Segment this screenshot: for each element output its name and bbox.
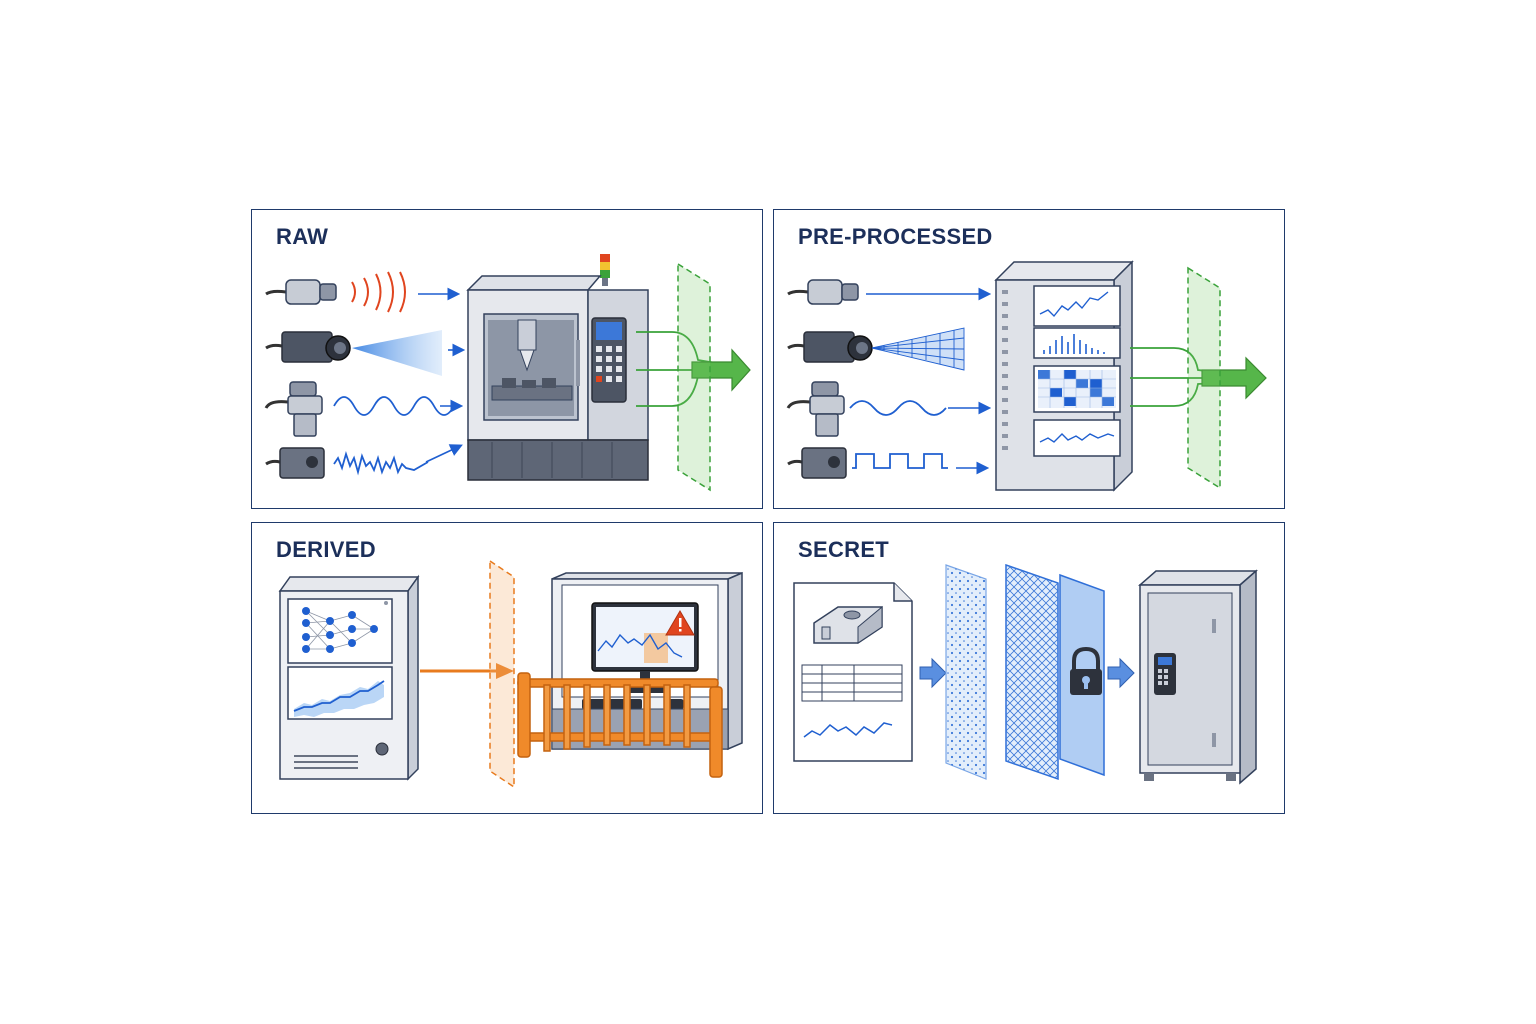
camera-grid-field	[871, 327, 965, 371]
safe-cabinet-icon	[1138, 569, 1258, 785]
vibration-sensor-icon	[786, 381, 845, 437]
server-rack-icon	[994, 260, 1134, 492]
square-wave-signal	[852, 453, 948, 469]
camera-icon	[265, 331, 351, 363]
vibration-sensor-icon	[264, 381, 323, 437]
sine-signal	[333, 396, 455, 416]
cnc-machine-icon	[466, 254, 649, 481]
part-drawing-document-icon	[793, 582, 913, 762]
raw-illustration	[264, 254, 751, 492]
panel-derived: DERIVED	[251, 522, 763, 814]
panel-title-secret: SECRET	[798, 537, 890, 562]
derived-illustration	[278, 559, 743, 789]
orange-flow-arrowhead	[496, 663, 514, 679]
noise-signal	[333, 450, 429, 476]
camera-icon	[787, 331, 873, 363]
acoustic-sensor-icon	[265, 279, 337, 305]
panel-title-preprocessed: PRE-PROCESSED	[798, 224, 993, 249]
camera-field-of-view	[352, 330, 442, 376]
control-station-icon	[551, 571, 743, 751]
current-sensor-icon	[787, 447, 847, 479]
acoustic-wave-icon	[351, 271, 406, 313]
current-sensor-icon	[265, 447, 325, 479]
heatmap-grid	[1038, 370, 1116, 408]
safety-railing-icon	[517, 672, 723, 778]
panel-preprocessed: PRE-PROCESSED	[773, 209, 1285, 509]
acoustic-sensor-icon	[787, 279, 859, 305]
ml-server-icon	[278, 574, 420, 781]
padlock-icon	[1070, 646, 1102, 695]
secret-illustration	[793, 563, 1258, 785]
process-boundary-icon	[489, 559, 515, 789]
green-flow-arrow	[691, 348, 751, 392]
green-flow-arrow	[1201, 356, 1267, 400]
panel-title-derived: DERIVED	[276, 537, 376, 562]
data-boundary-icon	[677, 262, 711, 492]
panel-title-raw: RAW	[276, 224, 329, 249]
filtered-sine-signal	[849, 400, 947, 416]
data-boundary-icon	[1187, 266, 1221, 490]
warning-icon	[665, 610, 695, 636]
panel-raw: RAW	[251, 209, 763, 509]
preprocessed-illustration	[786, 260, 1267, 492]
blue-flow-arrow-1	[919, 657, 947, 689]
blue-flow-arrow-2	[1107, 657, 1135, 689]
panel-secret: SECRET	[773, 522, 1285, 814]
